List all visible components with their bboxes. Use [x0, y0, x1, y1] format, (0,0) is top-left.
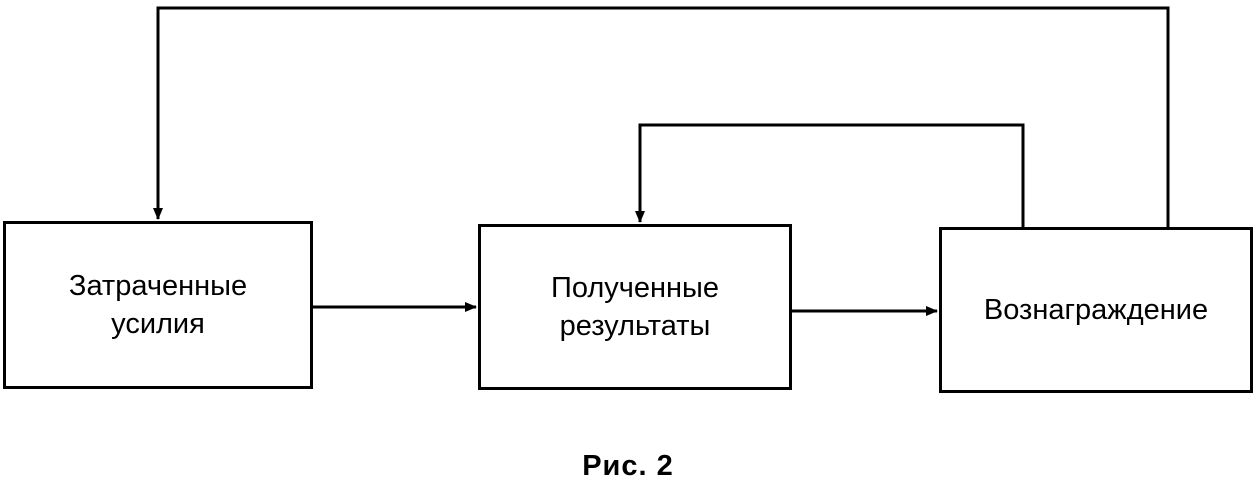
figure-caption: Рис. 2 [582, 450, 674, 482]
box-label-line: Вознаграждение [983, 294, 1209, 326]
box-label-line: Затраченные [68, 270, 248, 302]
box-label-line: усилия [111, 308, 205, 340]
box-spent-effort: Затраченные усилия [3, 221, 313, 389]
box-reward: Вознаграждение [939, 227, 1253, 393]
box-obtained-results: Полученные результаты [478, 224, 792, 390]
box-label-line: Полученные [551, 272, 719, 304]
box-label-line: результаты [559, 310, 711, 342]
feedback-reward-to-effort [153, 6, 1170, 227]
feedback-reward-to-results [635, 123, 1025, 227]
